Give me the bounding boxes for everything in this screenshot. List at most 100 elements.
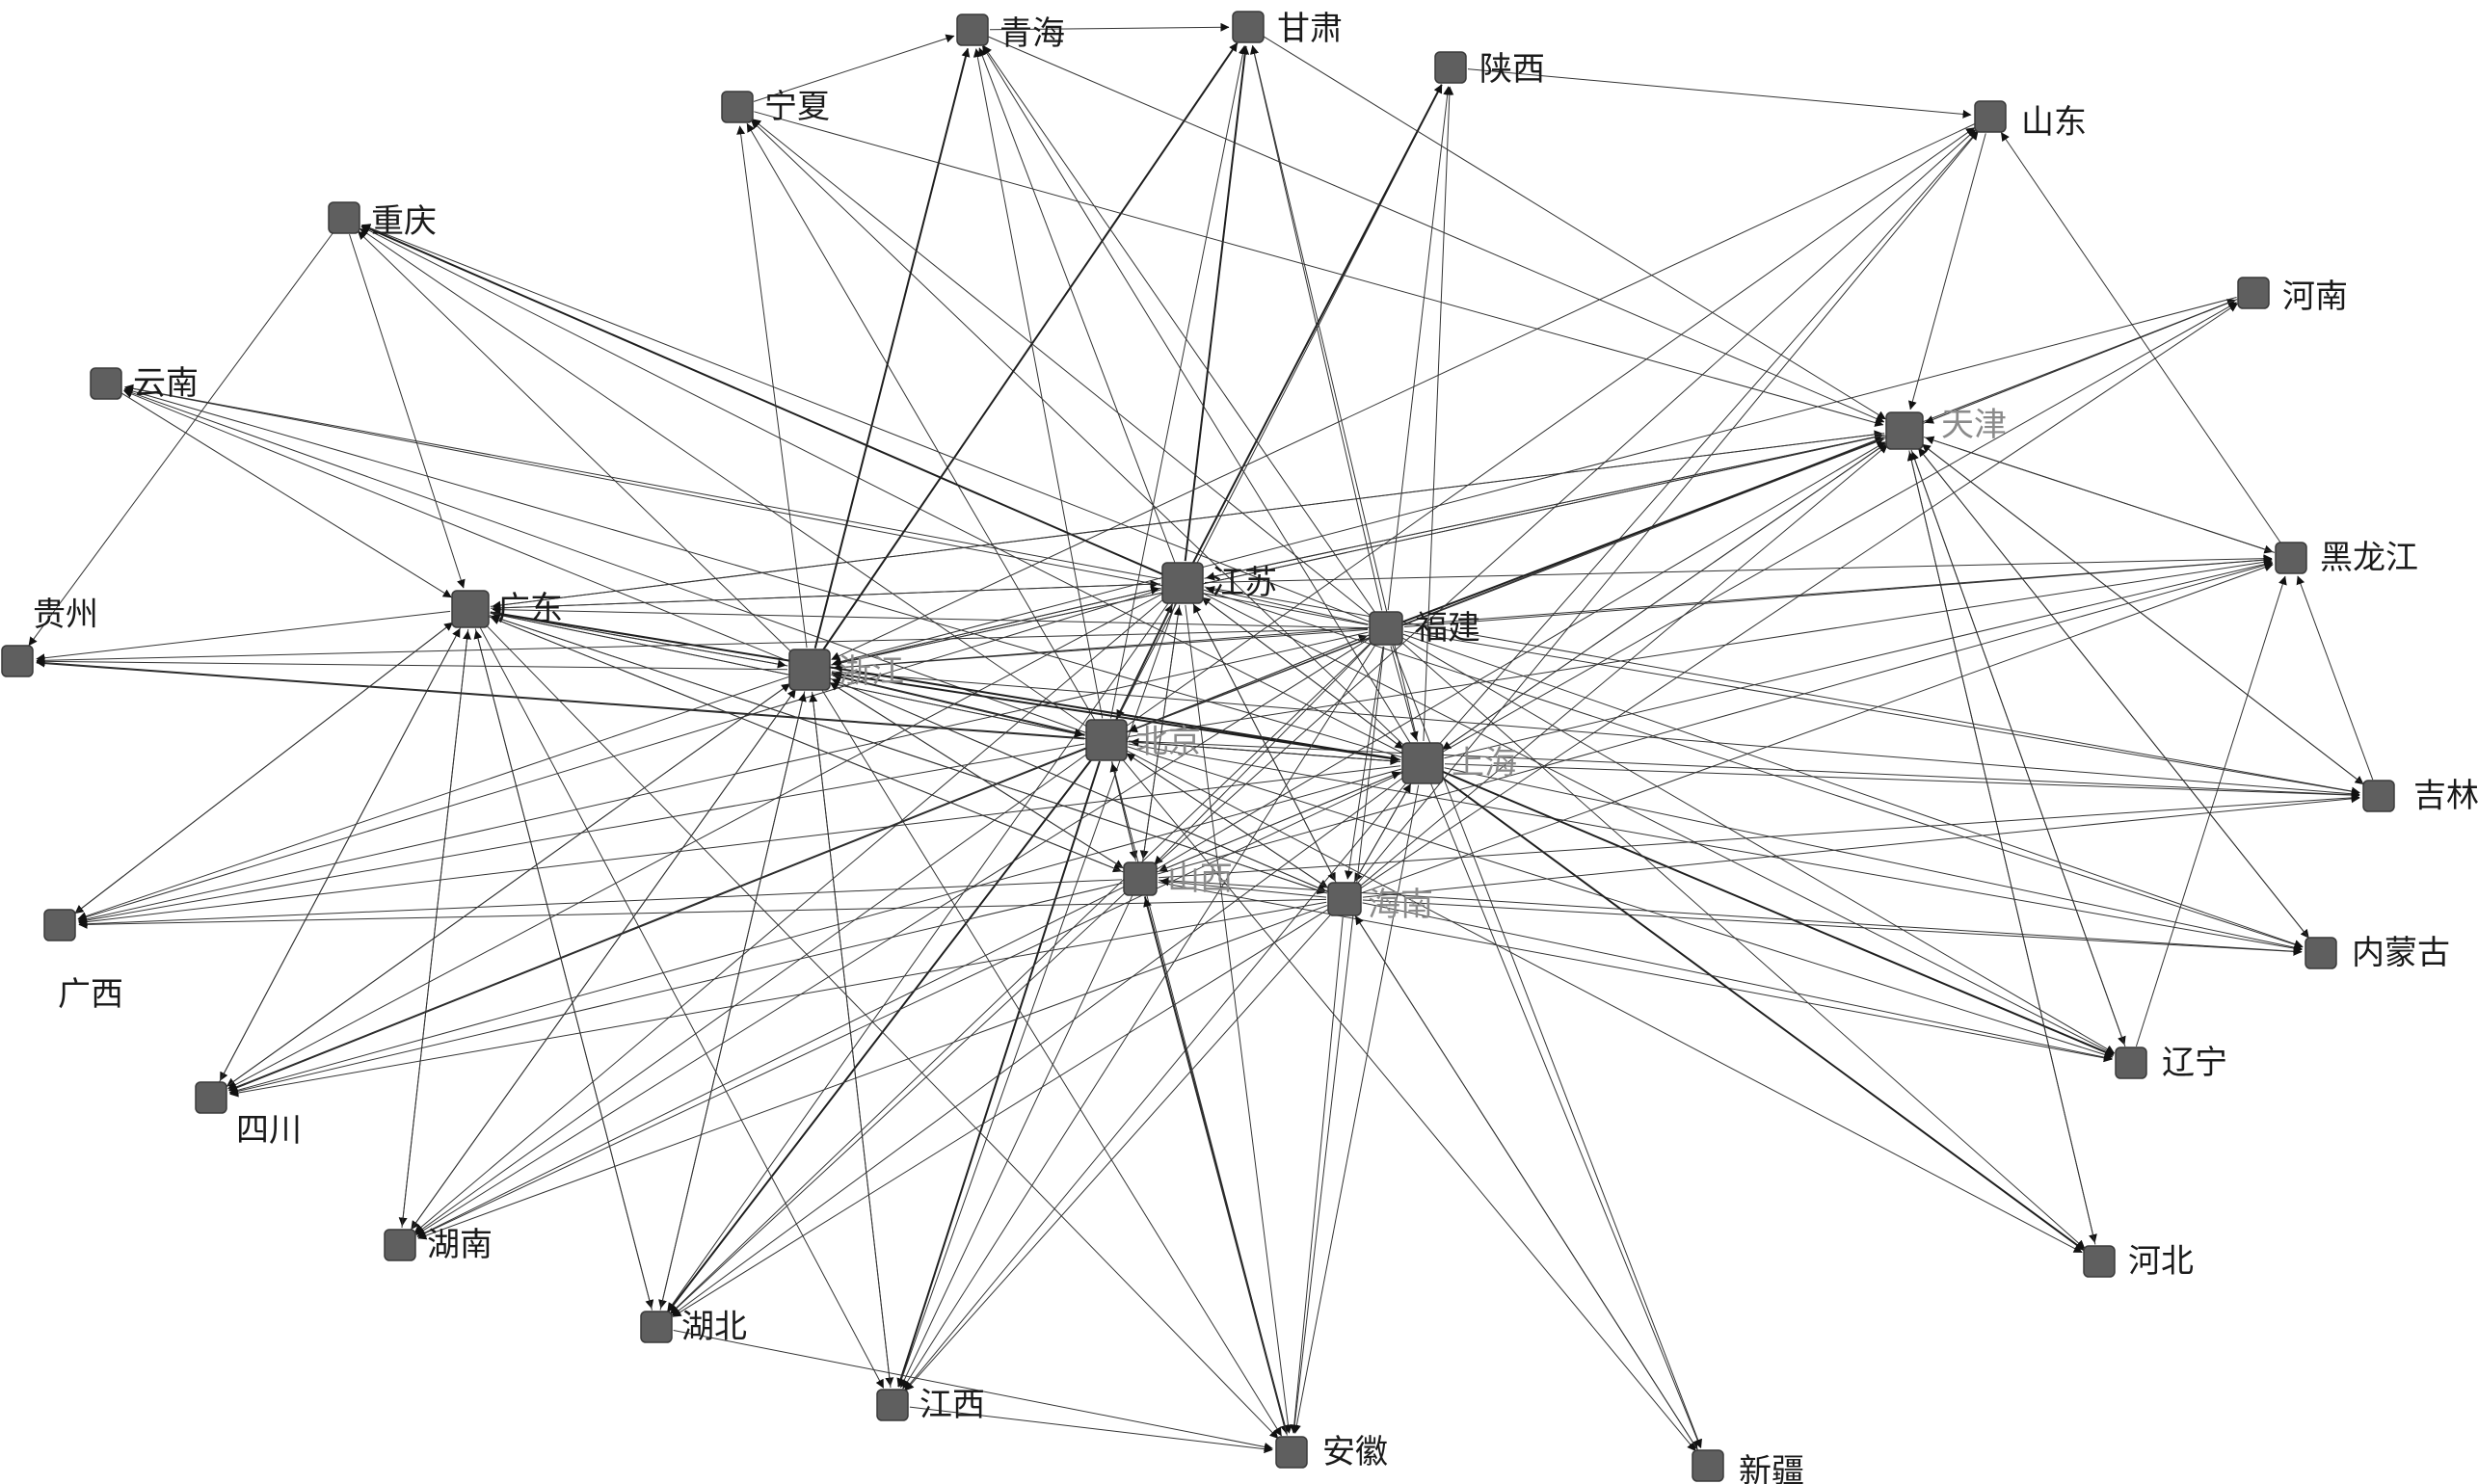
edge-guangdong-to-jiangsu — [490, 579, 1159, 609]
edge-beijing-to-liaoning — [1127, 746, 2114, 1059]
edge-fujian-to-zhejiang — [833, 628, 1369, 673]
edge-jiangsu-to-beijing — [1116, 602, 1174, 719]
edge-shanghai-to-guangxi — [78, 765, 1401, 927]
node-yunnan: 云南 — [90, 364, 199, 403]
node-label-gansu: 甘肃 — [1277, 10, 1343, 48]
edge-yunnan-to-guangdong — [120, 392, 452, 598]
edge-shanxi-to-jiangsu — [1142, 606, 1183, 861]
edge-fujian-to-jilin — [1403, 630, 2360, 796]
node-guangdong: 广东 — [451, 590, 563, 628]
node-label-zhejiang: 浙江 — [839, 652, 904, 691]
edge-fujian-to-gansu — [1249, 45, 1383, 611]
edge-shanxi-to-hunan — [416, 886, 1125, 1237]
edge-shanghai-to-heilongjiang — [1444, 560, 2273, 759]
edge-fujian-to-neimenggu — [1402, 633, 2304, 948]
node-box-hainan — [1327, 882, 1362, 916]
edge-beijing-to-gansu — [1109, 45, 1247, 719]
edge-jiangsu-to-hubei — [667, 600, 1171, 1312]
edge-fujian-to-hainan — [1345, 646, 1384, 880]
edge-hainan-to-guangxi — [78, 898, 1327, 929]
edge-shanghai-to-hubei — [671, 776, 1405, 1316]
node-label-hunan: 湖南 — [427, 1226, 493, 1264]
edge-shanxi-to-jilin — [1158, 793, 2360, 879]
edge-zhejiang-to-qinghai — [813, 47, 971, 649]
node-label-guizhou: 贵州 — [33, 596, 98, 634]
edge-jiangsu-to-hunan — [413, 596, 1166, 1233]
edge-liaoning-to-heilongjiang — [2135, 575, 2287, 1047]
edge-shanxi-to-beijing — [1109, 762, 1136, 861]
edge-hainan-to-anhui — [1290, 916, 1344, 1434]
edge-shanghai-to-guizhou — [36, 658, 1401, 762]
node-box-jiangxi — [876, 1389, 909, 1421]
node-shanxi: 山西 — [1123, 860, 1233, 898]
edge-zhejiang-to-guizhou — [36, 656, 788, 671]
node-jilin: 吉林 — [2362, 777, 2478, 815]
node-gansu: 甘肃 — [1232, 10, 1343, 48]
edge-shanxi-to-hubei — [670, 890, 1128, 1314]
edge-zhejiang-to-jilin — [831, 671, 2360, 799]
node-label-hebei: 河北 — [2128, 1242, 2194, 1281]
node-box-shaanxi — [1434, 51, 1467, 84]
node-label-beijing: 北京 — [1135, 723, 1201, 761]
edge-jilin-to-tianjin — [1921, 443, 2366, 786]
edge-shanghai-to-ningxia — [751, 119, 1407, 749]
edge-jiangsu-to-yunnan — [124, 384, 1161, 580]
node-label-xinjiang: 新疆 — [1739, 1452, 1804, 1484]
node-label-liaoning: 辽宁 — [2162, 1044, 2227, 1082]
edge-shanghai-to-henan — [1441, 302, 2237, 754]
edge-fujian-to-shaanxi — [1387, 86, 1452, 611]
edge-shanxi-to-liaoning — [1158, 881, 2113, 1063]
edge-jiangsu-to-sichuan — [227, 593, 1163, 1090]
node-box-liaoning — [2115, 1047, 2147, 1079]
edge-henan-to-zhejiang — [832, 297, 2237, 666]
edge-hainan-to-shanxi — [1159, 877, 1327, 898]
edge-beijing-to-qinghai — [973, 48, 1104, 719]
edge-hainan-to-shandong — [1355, 131, 1979, 886]
edge-beijing-to-yunnan — [123, 388, 1086, 733]
edge-zhejiang-to-jiangsu — [831, 586, 1160, 666]
node-box-yunnan — [90, 367, 122, 400]
edge-hainan-to-neimenggu — [1362, 899, 2303, 956]
edge-jiangsu-to-shaanxi — [1191, 84, 1443, 565]
edge-layer — [28, 22, 2374, 1454]
edge-hainan-to-henan — [1359, 303, 2238, 889]
edge-fujian-to-guizhou — [36, 627, 1369, 665]
edge-guangdong-to-anhui — [484, 623, 1279, 1440]
edge-beijing-to-ningxia — [746, 122, 1096, 722]
edge-shaanxi-to-shandong — [1467, 68, 1972, 119]
edge-jiangxi-to-zhejiang — [809, 693, 892, 1389]
edge-fujian-to-guangdong — [492, 605, 1369, 629]
edge-fujian-to-sichuan — [228, 634, 1370, 1092]
node-shandong: 山东 — [1974, 100, 2087, 142]
node-label-guangdong: 广东 — [497, 590, 563, 628]
node-chongqing: 重庆 — [328, 201, 437, 241]
node-qinghai: 青海 — [956, 13, 1065, 53]
edge-beijing-to-jilin — [1128, 740, 2360, 800]
edge-heilongjiang-to-tianjin — [1925, 436, 2276, 553]
edge-hainan-to-zhejiang — [831, 678, 1328, 892]
edge-fujian-to-hubei — [670, 640, 1373, 1314]
edge-fujian-to-jiangsu — [1205, 585, 1369, 625]
edge-sichuan-to-zhejiang — [225, 683, 791, 1088]
edge-shanxi-to-tianjin — [1156, 441, 1886, 870]
edge-shanghai-to-hebei — [1439, 775, 2085, 1251]
edge-hainan-to-hunan — [417, 905, 1328, 1240]
edge-beijing-to-hubei — [667, 756, 1094, 1312]
node-anhui: 安徽 — [1275, 1433, 1388, 1471]
node-heilongjiang: 黑龙江 — [2275, 539, 2418, 577]
node-box-guizhou — [1, 645, 34, 677]
edge-hainan-to-hubei — [672, 908, 1330, 1317]
node-box-shanxi — [1123, 861, 1158, 896]
edge-beijing-to-shandong — [1124, 127, 1976, 729]
node-label-shandong: 山东 — [2021, 103, 2087, 142]
node-henan: 河南 — [2237, 277, 2348, 316]
edge-fujian-to-yunnan — [124, 384, 1369, 625]
edge-jiangsu-to-liaoning — [1202, 592, 2115, 1055]
node-jiangxi: 江西 — [876, 1386, 985, 1424]
node-guizhou: 贵州 — [1, 596, 98, 677]
edge-hainan-to-beijing — [1126, 753, 1330, 889]
edge-shanghai-to-neimenggu — [1444, 767, 2303, 952]
node-label-jiangsu: 江苏 — [1212, 564, 1277, 602]
node-box-jiangsu — [1161, 562, 1204, 604]
edge-beijing-to-hunan — [414, 752, 1089, 1234]
